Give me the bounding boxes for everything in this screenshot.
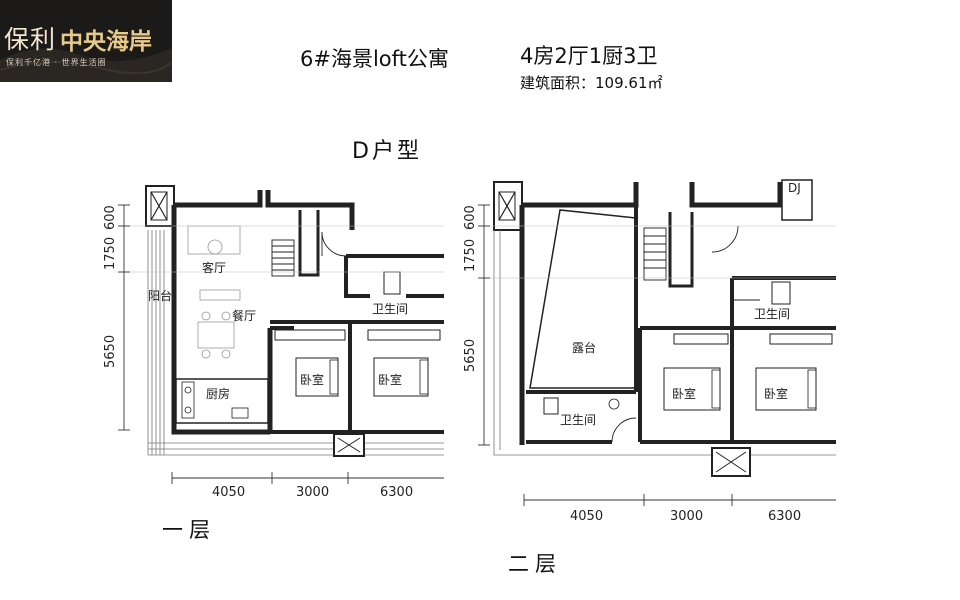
floor1-kitchen-counter	[175, 378, 269, 424]
floor2-label: 二层	[508, 552, 562, 576]
floor1-bed2-label: 卧室	[378, 372, 402, 387]
floor1-hdim-4050: 4050	[212, 485, 245, 500]
floor2-hdim-3000: 3000	[670, 509, 703, 524]
floor2-vdim-600: 600	[463, 205, 478, 230]
floor1-hdim-3000: 3000	[296, 485, 329, 500]
unit-type-title: D户型	[352, 139, 422, 164]
floor1-vdim-600: 600	[103, 205, 118, 230]
floor1-vdim-5650: 5650	[103, 335, 118, 368]
floor1-kitchen-label: 厨房	[206, 386, 230, 401]
plan-title: 6#海景loft公寓	[300, 47, 449, 71]
floor1-label: 一层	[162, 518, 216, 542]
floor1-stairs	[271, 239, 295, 277]
floor1-balcony-label: 阳台	[148, 288, 172, 303]
floor1-balcony-railing	[147, 230, 444, 456]
floor1-plan	[118, 185, 444, 484]
floor1-toilet	[383, 271, 401, 295]
floor2-bed2-label: 卧室	[764, 386, 788, 401]
floor2-grid-lines	[490, 225, 836, 279]
floor1-vdim-1750: 1750	[103, 237, 118, 270]
floor2-hdim-6300: 6300	[768, 509, 801, 524]
floor2-dj-box	[781, 179, 813, 221]
floor2-terrace-label: 露台	[572, 340, 596, 355]
floor1-furniture	[187, 225, 241, 359]
floor2-bed1-label: 卧室	[672, 386, 696, 401]
floor2-dj-label: DJ	[788, 181, 801, 195]
floor2-vdim-5650: 5650	[463, 339, 478, 372]
floor2-bath2-label: 卫生间	[754, 307, 790, 321]
layout-label: 4房2厅1厨3卫	[520, 44, 658, 68]
brand-slogan: 保利千亿港 · 世界生活圈	[6, 58, 107, 67]
floor1-living-label: 客厅	[202, 260, 226, 275]
floor1-bed1-label: 卧室	[300, 372, 324, 387]
logo-wave-background	[0, 48, 172, 82]
floor2-plan	[478, 179, 836, 506]
floor2-toilet	[771, 281, 791, 305]
floor2-vdim-1750: 1750	[463, 239, 478, 272]
floor1-hdim-6300: 6300	[380, 485, 413, 500]
brand-logo: 保利 中央海岸 保利千亿港 · 世界生活圈	[0, 0, 172, 82]
floor2-dimension-lines	[478, 204, 836, 506]
floor1-grid-lines	[130, 225, 444, 273]
floor2-shaft	[493, 181, 523, 231]
floor1-dining-label: 餐厅	[232, 308, 256, 323]
floor1-dimension-lines	[118, 204, 444, 484]
floor2-bath1-label: 卫生间	[560, 413, 596, 427]
floor2-hdim-4050: 4050	[570, 509, 603, 524]
floor2-stairs	[643, 227, 667, 281]
area-label: 建筑面积：109.61㎡	[520, 74, 663, 92]
floor1-bath-label: 卫生间	[372, 302, 408, 316]
floor2-terrace-outline	[529, 209, 637, 389]
brand-name-project: 中央海岸	[60, 29, 152, 55]
brand-name-poly: 保利	[4, 25, 57, 54]
